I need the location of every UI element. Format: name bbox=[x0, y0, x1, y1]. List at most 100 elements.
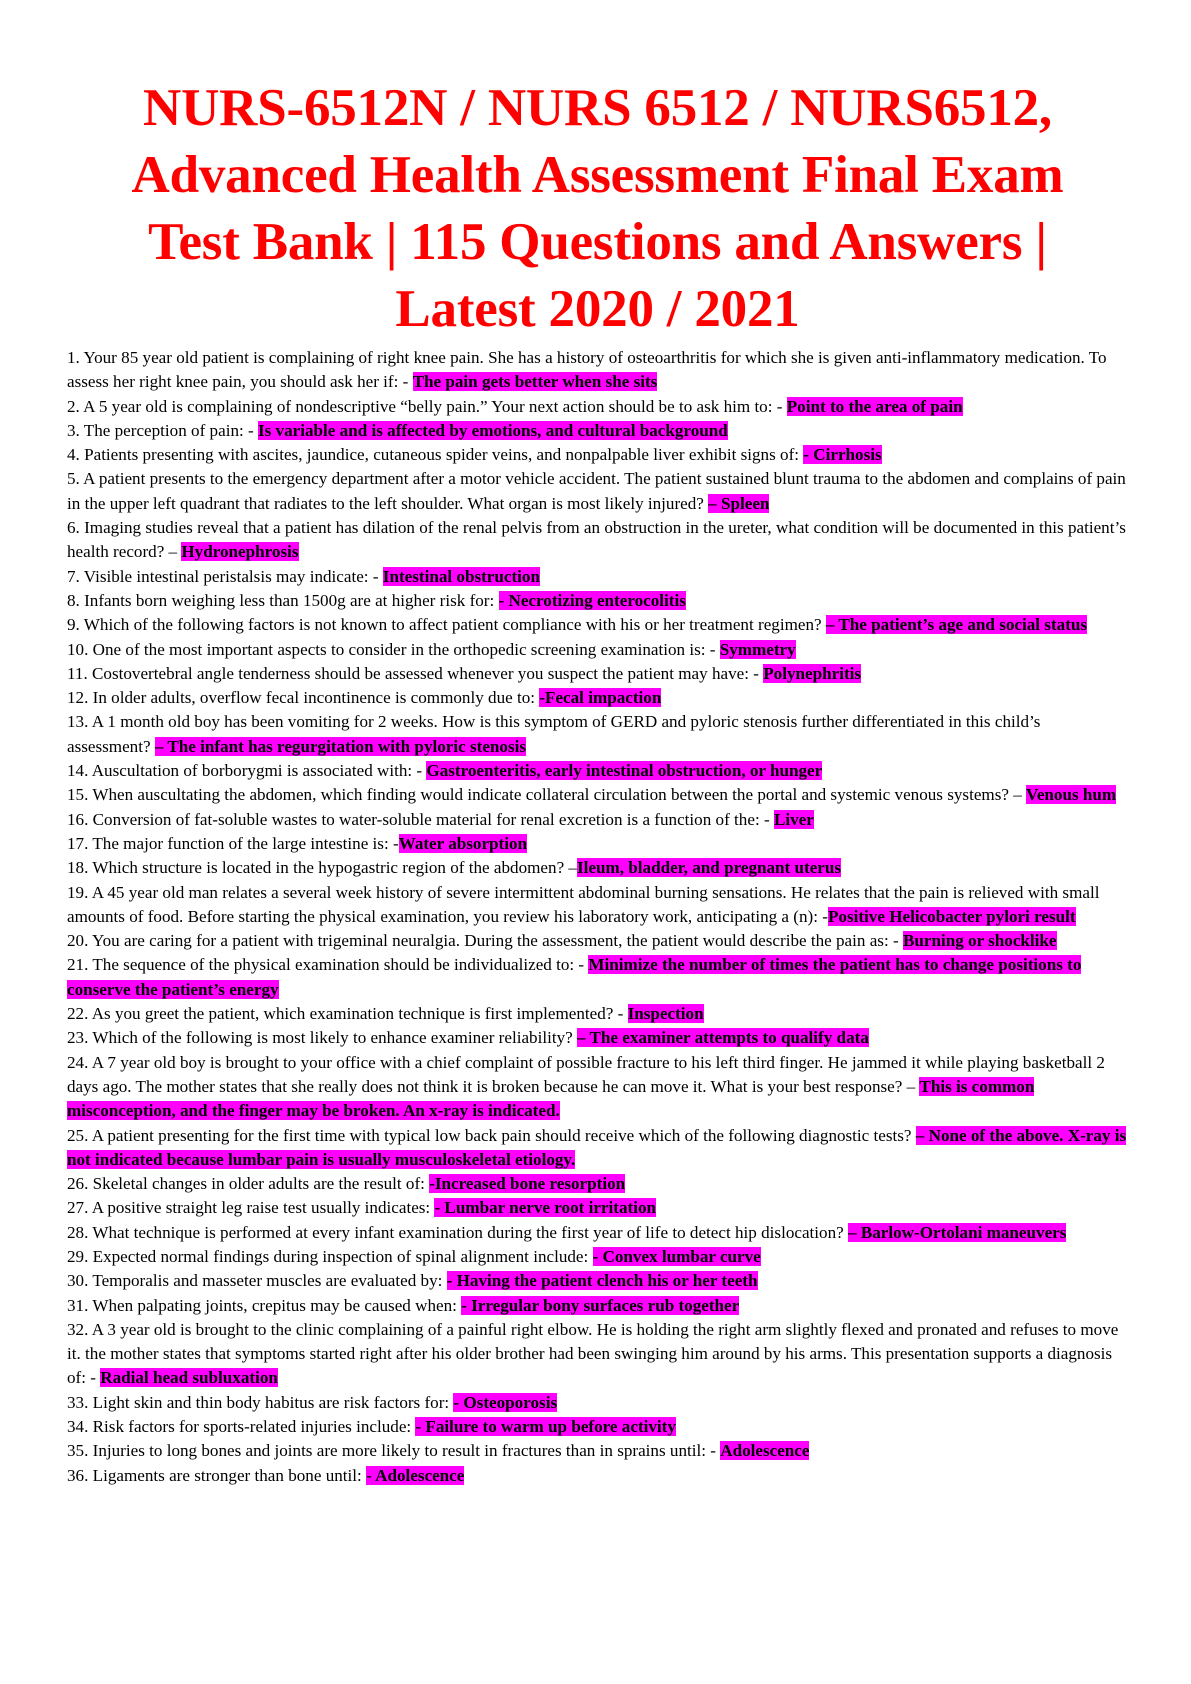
question-text: 18. Which structure is located in the hy… bbox=[67, 858, 577, 878]
answer-highlight: Water absorption bbox=[398, 833, 528, 853]
question-item: 20. You are caring for a patient with tr… bbox=[67, 929, 1128, 953]
question-item: 22. As you greet the patient, which exam… bbox=[67, 1002, 1128, 1026]
answer-highlight: Radial head subluxation bbox=[100, 1368, 278, 1388]
title-line: Latest 2020 / 2021 bbox=[395, 280, 800, 338]
answer-highlight: Hydronephrosis bbox=[181, 542, 299, 562]
answer-highlight: The pain gets better when she sits bbox=[412, 372, 658, 392]
question-text: 17. The major function of the large inte… bbox=[67, 833, 399, 853]
question-text: 31. When palpating joints, crepitus may … bbox=[67, 1295, 462, 1315]
question-item: 19. A 45 year old man relates a several … bbox=[67, 881, 1128, 930]
question-item: 6. Imaging studies reveal that a patient… bbox=[67, 516, 1128, 565]
question-text: 22. As you greet the patient, which exam… bbox=[67, 1004, 628, 1024]
question-item: 34. Risk factors for sports-related inju… bbox=[67, 1415, 1128, 1439]
answer-highlight: Symmetry bbox=[719, 639, 796, 659]
question-item: 29. Expected normal findings during insp… bbox=[67, 1245, 1128, 1269]
answer-highlight: - Convex lumbar curve bbox=[592, 1246, 761, 1266]
answer-highlight: – The patient’s age and social status bbox=[825, 615, 1088, 635]
question-text: 32. A 3 year old is brought to the clini… bbox=[67, 1319, 1119, 1388]
question-text: 7. Visible intestinal peristalsis may in… bbox=[67, 566, 383, 586]
question-text: 12. In older adults, overflow fecal inco… bbox=[67, 688, 540, 708]
question-text: 30. Temporalis and masseter muscles are … bbox=[67, 1271, 447, 1291]
question-item: 21. The sequence of the physical examina… bbox=[67, 953, 1128, 1002]
answer-highlight: Gastroenteritis, early intestinal obstru… bbox=[426, 761, 823, 781]
question-item: 7. Visible intestinal peristalsis may in… bbox=[67, 565, 1128, 589]
question-item: 16. Conversion of fat-soluble wastes to … bbox=[67, 808, 1128, 832]
answer-highlight: - Adolescence bbox=[366, 1465, 465, 1485]
question-item: 17. The major function of the large inte… bbox=[67, 832, 1128, 856]
answer-highlight: Polynephritis bbox=[763, 663, 862, 683]
question-text: 24. A 7 year old boy is brought to your … bbox=[67, 1052, 1105, 1096]
question-item: 18. Which structure is located in the hy… bbox=[67, 856, 1128, 880]
answer-highlight: Burning or shocklike bbox=[902, 931, 1057, 951]
question-item: 11. Costovertebral angle tenderness shou… bbox=[67, 662, 1128, 686]
question-text: 4. Patients presenting with ascites, jau… bbox=[67, 445, 804, 465]
question-item: 31. When palpating joints, crepitus may … bbox=[67, 1294, 1128, 1318]
answer-highlight: – The infant has regurgitation with pylo… bbox=[154, 736, 527, 756]
question-item: 36. Ligaments are stronger than bone unt… bbox=[67, 1464, 1128, 1488]
answer-highlight: Inspection bbox=[627, 1004, 704, 1024]
title-line: Test Bank | 115 Questions and Answers | bbox=[148, 213, 1047, 271]
question-text: 14. Auscultation of borborygmi is associ… bbox=[67, 761, 427, 781]
answer-highlight: Positive Helicobacter pylori result bbox=[827, 906, 1076, 926]
question-item: 9. Which of the following factors is not… bbox=[67, 613, 1128, 637]
answer-highlight: Adolescence bbox=[720, 1441, 810, 1461]
question-text: 33. Light skin and thin body habitus are… bbox=[67, 1392, 454, 1412]
answer-highlight: -Fecal impaction bbox=[539, 688, 662, 708]
question-text: 29. Expected normal findings during insp… bbox=[67, 1246, 593, 1266]
title-line: NURS-6512N / NURS 6512 / NURS6512, bbox=[143, 79, 1052, 137]
answer-highlight: Liver bbox=[773, 809, 814, 829]
answer-highlight: - Necrotizing enterocolitis bbox=[498, 590, 686, 610]
answer-highlight: - Cirrhosis bbox=[803, 445, 882, 465]
question-item: 3. The perception of pain: - Is variable… bbox=[67, 419, 1128, 443]
question-item: 30. Temporalis and masseter muscles are … bbox=[67, 1269, 1128, 1293]
question-item: 35. Injuries to long bones and joints ar… bbox=[67, 1439, 1128, 1463]
answer-highlight: – Barlow-Ortolani maneuvers bbox=[848, 1222, 1067, 1242]
question-text: 10. One of the most important aspects to… bbox=[67, 639, 720, 659]
question-item: 12. In older adults, overflow fecal inco… bbox=[67, 686, 1128, 710]
document-title: NURS-6512N / NURS 6512 / NURS6512, Advan… bbox=[67, 75, 1128, 343]
answer-highlight: Ileum, bladder, and pregnant uterus bbox=[576, 858, 842, 878]
question-text: 19. A 45 year old man relates a several … bbox=[67, 882, 1100, 926]
question-item: 23. Which of the following is most likel… bbox=[67, 1026, 1128, 1050]
question-text: 9. Which of the following factors is not… bbox=[67, 615, 826, 635]
question-item: 25. A patient presenting for the first t… bbox=[67, 1124, 1128, 1173]
question-text: 23. Which of the following is most likel… bbox=[67, 1028, 577, 1048]
answer-highlight: - Lumbar nerve root irritation bbox=[434, 1198, 657, 1218]
answer-highlight: Venous hum bbox=[1026, 785, 1117, 805]
question-text: 13. A 1 month old boy has been vomiting … bbox=[67, 712, 1041, 756]
question-text: 16. Conversion of fat-soluble wastes to … bbox=[67, 809, 774, 829]
question-text: 27. A positive straight leg raise test u… bbox=[67, 1198, 435, 1218]
question-item: 15. When auscultating the abdomen, which… bbox=[67, 783, 1128, 807]
question-item: 10. One of the most important aspects to… bbox=[67, 638, 1128, 662]
answer-highlight: – Spleen bbox=[708, 493, 770, 513]
answer-highlight: - Irregular bony surfaces rub together bbox=[461, 1295, 740, 1315]
question-text: 15. When auscultating the abdomen, which… bbox=[67, 785, 1027, 805]
question-text: 28. What technique is performed at every… bbox=[67, 1222, 848, 1242]
question-item: 24. A 7 year old boy is brought to your … bbox=[67, 1051, 1128, 1124]
question-list: 1. Your 85 year old patient is complaini… bbox=[67, 346, 1128, 1488]
answer-highlight: – The examiner attempts to qualify data bbox=[577, 1028, 869, 1048]
question-item: 4. Patients presenting with ascites, jau… bbox=[67, 443, 1128, 467]
question-item: 2. A 5 year old is complaining of nondes… bbox=[67, 395, 1128, 419]
question-item: 14. Auscultation of borborygmi is associ… bbox=[67, 759, 1128, 783]
answer-highlight: Point to the area of pain bbox=[786, 396, 963, 416]
question-text: 34. Risk factors for sports-related inju… bbox=[67, 1417, 416, 1437]
question-text: 2. A 5 year old is complaining of nondes… bbox=[67, 396, 787, 416]
question-item: 28. What technique is performed at every… bbox=[67, 1221, 1128, 1245]
question-item: 33. Light skin and thin body habitus are… bbox=[67, 1391, 1128, 1415]
question-text: 26. Skeletal changes in older adults are… bbox=[67, 1174, 430, 1194]
question-text: 35. Injuries to long bones and joints ar… bbox=[67, 1441, 721, 1461]
question-text: 8. Infants born weighing less than 1500g… bbox=[67, 590, 499, 610]
question-item: 8. Infants born weighing less than 1500g… bbox=[67, 589, 1128, 613]
question-text: 3. The perception of pain: - bbox=[67, 420, 258, 440]
answer-highlight: Is variable and is affected by emotions,… bbox=[257, 420, 728, 440]
question-item: 32. A 3 year old is brought to the clini… bbox=[67, 1318, 1128, 1391]
answer-highlight: - Having the patient clench his or her t… bbox=[446, 1271, 758, 1291]
title-line: Advanced Health Assessment Final Exam bbox=[131, 146, 1064, 204]
answer-highlight: -Increased bone resorption bbox=[429, 1174, 626, 1194]
question-text: 11. Costovertebral angle tenderness shou… bbox=[67, 663, 764, 683]
question-text: 1. Your 85 year old patient is complaini… bbox=[67, 348, 1107, 392]
question-text: 25. A patient presenting for the first t… bbox=[67, 1125, 916, 1145]
question-text: 20. You are caring for a patient with tr… bbox=[67, 931, 903, 951]
